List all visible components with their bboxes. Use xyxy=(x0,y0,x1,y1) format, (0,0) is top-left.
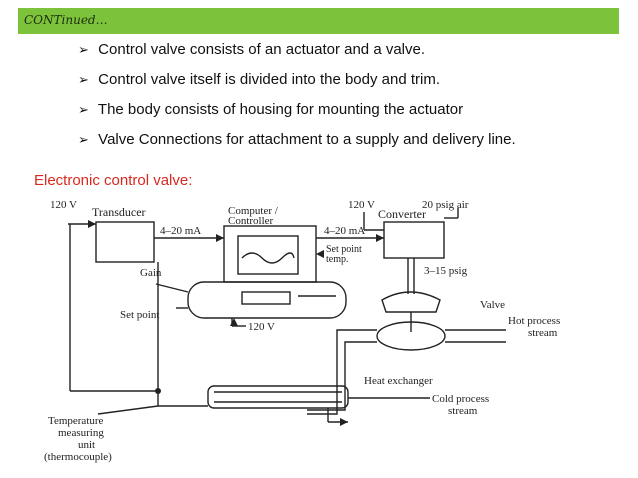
label-current-left: 4–20 mA xyxy=(160,225,201,237)
gain-lead xyxy=(155,283,189,293)
label-air-supply: 20 psig air xyxy=(422,199,469,211)
bullet-item: ➢ The body consists of housing for mount… xyxy=(78,101,516,127)
label-temp-unit-3: unit xyxy=(78,439,95,451)
screen-trace xyxy=(241,252,295,264)
bullet-text: Valve Connections for attachment to a su… xyxy=(98,131,516,148)
valve-body xyxy=(376,321,446,351)
label-converter-voltage: 120 V xyxy=(348,199,375,211)
label-set-point: Set point xyxy=(120,309,159,321)
label-transducer-voltage: 120 V xyxy=(50,199,77,211)
label-setpoint-temp-2: temp. xyxy=(326,254,349,265)
arrow-setpoint-temp xyxy=(316,250,324,258)
label-temp-unit-2: measuring xyxy=(58,427,104,439)
arrow-to-converter xyxy=(376,234,384,242)
computer-screen xyxy=(237,235,299,275)
label-converter: Converter xyxy=(378,207,426,221)
label-computer-2: Controller xyxy=(228,215,274,227)
arrow-cold-out xyxy=(340,418,348,426)
thermocouple-lead xyxy=(97,405,159,415)
label-setpoint-temp-1: Set point xyxy=(326,244,362,255)
bullet-text: The body consists of housing for mountin… xyxy=(97,101,464,118)
bullet-item: ➢ Valve Connections for attachment to a … xyxy=(78,131,516,157)
hot-pipe xyxy=(307,329,377,415)
bullet-item: ➢ Control valve consists of an actuator … xyxy=(78,41,516,67)
junction-dot xyxy=(155,388,161,394)
label-computer-1: Computer / xyxy=(228,205,279,217)
label-cold-stream-1: Cold process xyxy=(432,393,489,405)
controller-base xyxy=(187,281,347,319)
transducer-box xyxy=(95,221,155,263)
hot-pipe-2 xyxy=(307,341,377,411)
label-cold-stream-2: stream xyxy=(448,405,478,417)
label-current-right: 4–20 mA xyxy=(324,225,365,237)
label-transducer: Transducer xyxy=(92,205,146,219)
arrow-bullet-icon: ➢ xyxy=(78,72,89,87)
header-bar: CONTinued… xyxy=(18,8,619,34)
label-temp-unit-1: Temperature xyxy=(48,415,104,427)
section-subheading: Electronic control valve: xyxy=(34,172,193,189)
arrow-power-in xyxy=(88,220,96,228)
arrow-controller-power xyxy=(230,318,238,326)
arrow-bullet-icon: ➢ xyxy=(78,102,89,117)
control-valve-diagram: 120 V Transducer 4–20 mA Computer / Cont… xyxy=(44,199,560,463)
bullet-item: ➢ Control valve itself is divided into t… xyxy=(78,71,516,97)
header-title: CONTinued… xyxy=(24,13,108,27)
label-hot-stream-2: stream xyxy=(528,327,558,339)
heat-exchanger-shell xyxy=(207,385,349,409)
bullet-text: Control valve consists of an actuator an… xyxy=(98,41,426,58)
arrow-bullet-icon: ➢ xyxy=(78,42,89,57)
label-valve: Valve xyxy=(480,299,505,311)
bullet-text: Control valve itself is divided into the… xyxy=(98,71,441,88)
bullet-list: ➢ Control valve consists of an actuator … xyxy=(78,41,516,161)
label-temp-unit-4: (thermocouple) xyxy=(44,451,112,463)
arrow-bullet-icon: ➢ xyxy=(78,132,89,147)
controller-slot xyxy=(241,291,291,305)
label-controller-voltage: 120 V xyxy=(248,321,275,333)
converter-box xyxy=(383,221,445,259)
valve-actuator xyxy=(381,291,441,313)
label-heat-exchanger: Heat exchanger xyxy=(364,375,433,387)
label-hot-stream-1: Hot process xyxy=(508,315,560,327)
label-pressure-range: 3–15 psig xyxy=(424,265,468,277)
label-gain: Gain xyxy=(140,267,162,279)
arrow-to-computer xyxy=(216,234,224,242)
